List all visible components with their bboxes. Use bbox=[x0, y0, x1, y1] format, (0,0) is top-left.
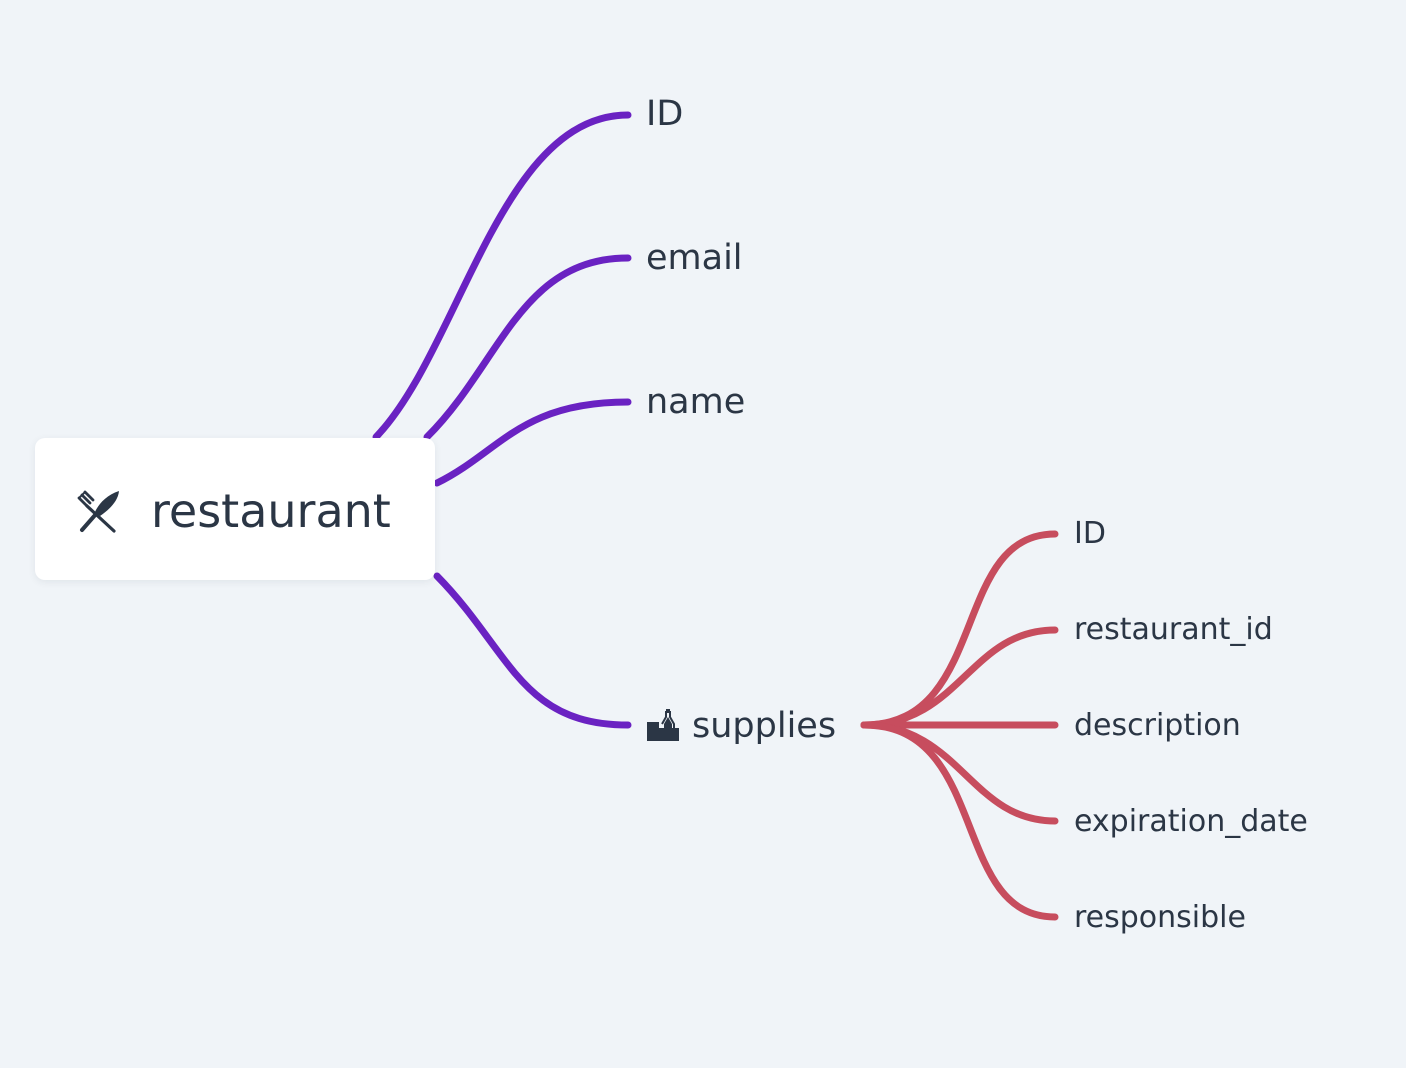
node-name[interactable]: name bbox=[646, 382, 746, 422]
root-node-label: restaurant bbox=[151, 484, 391, 538]
node-id[interactable]: ID bbox=[646, 94, 684, 134]
fork-and-knife-icon bbox=[77, 490, 119, 533]
edge-supplies-restaurant-id bbox=[860, 626, 1059, 729]
edge-restaurant-email bbox=[423, 254, 632, 441]
edge-restaurant-supplies bbox=[433, 572, 632, 729]
edge-restaurant-id bbox=[372, 111, 632, 441]
supplies-box-icon bbox=[647, 709, 679, 741]
edge-restaurant-name bbox=[433, 398, 632, 487]
edge-supplies-id bbox=[860, 530, 1059, 729]
edge-supplies-responsible bbox=[860, 721, 1059, 921]
node-supplies-expiration-date[interactable]: expiration_date bbox=[1074, 804, 1308, 839]
node-supplies-description[interactable]: description bbox=[1074, 708, 1241, 743]
node-supplies-responsible[interactable]: responsible bbox=[1074, 900, 1246, 935]
node-email[interactable]: email bbox=[646, 238, 743, 278]
node-supplies[interactable]: supplies bbox=[692, 706, 837, 746]
node-supplies-id[interactable]: ID bbox=[1074, 516, 1106, 551]
node-supplies-restaurant-id[interactable]: restaurant_id bbox=[1074, 612, 1273, 647]
